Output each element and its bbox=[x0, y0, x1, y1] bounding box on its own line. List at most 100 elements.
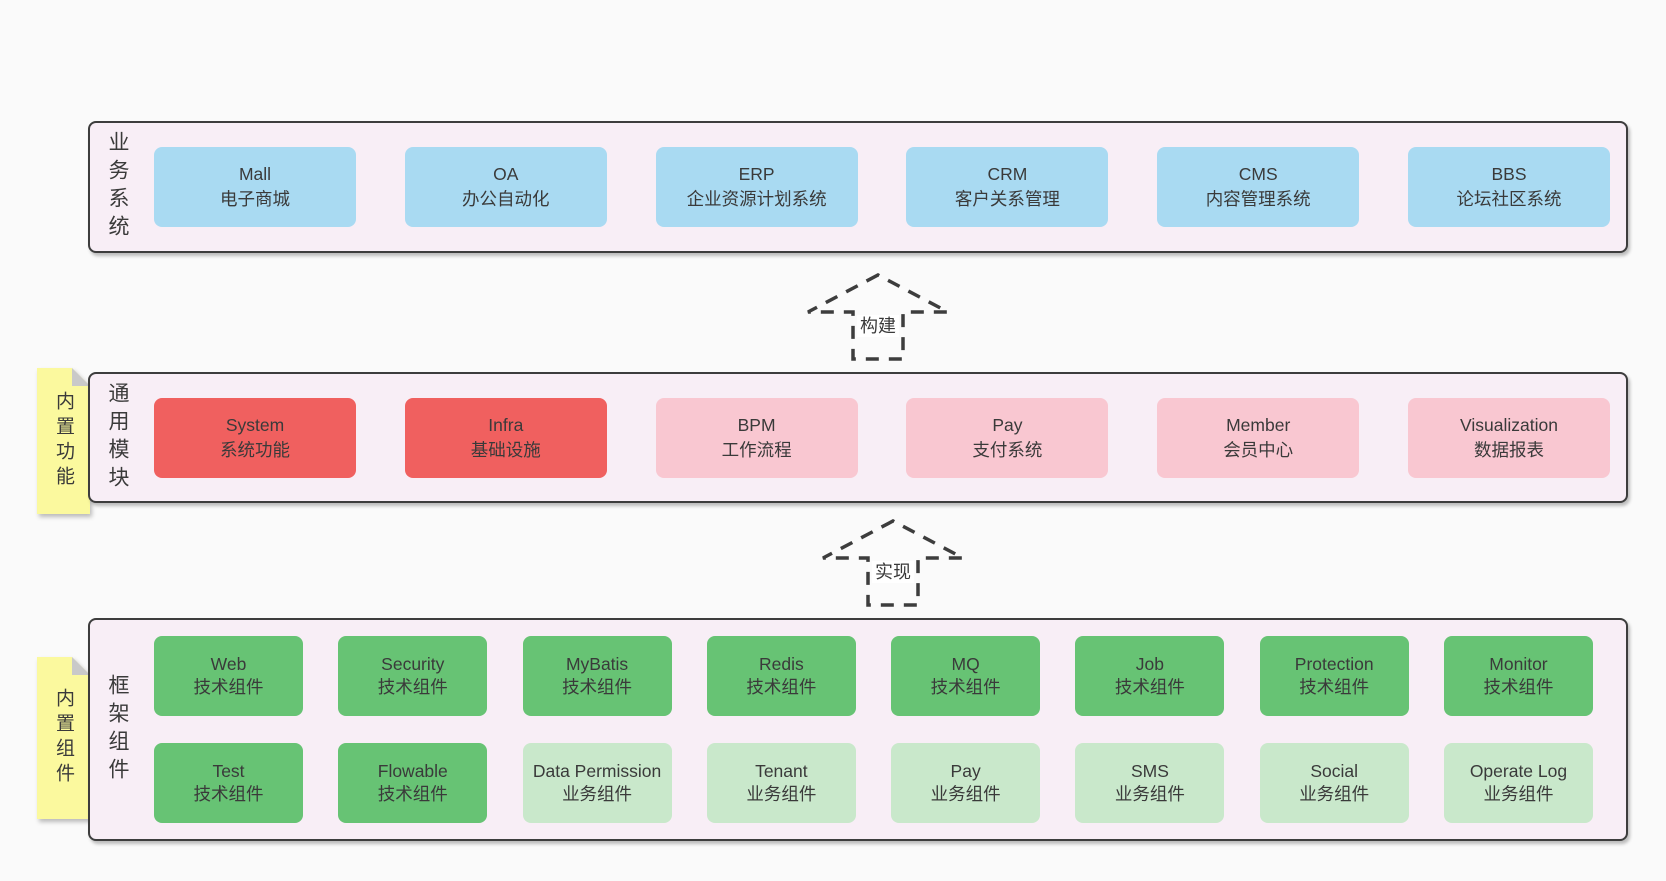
box-redis: Redis 技术组件 bbox=[706, 636, 856, 716]
box-subtitle: 技术组件 bbox=[193, 784, 264, 804]
box-test: Test 技术组件 bbox=[154, 743, 303, 823]
framework-components-container: 框架组件 Web 技术组件 Security 技术组件 MyBatis 技术组件… bbox=[88, 618, 1628, 841]
box-title: Test bbox=[212, 761, 245, 781]
box-subtitle: 技术组件 bbox=[377, 677, 448, 697]
box-title: Operate Log bbox=[1469, 761, 1568, 781]
box-title: SMS bbox=[1130, 761, 1169, 781]
box-title: Mall bbox=[238, 164, 272, 184]
sticky-note-built-in-components: 内置组件 bbox=[37, 657, 90, 819]
box-title: MyBatis bbox=[565, 654, 629, 674]
box-title: BBS bbox=[1491, 164, 1527, 184]
box-subtitle: 工作流程 bbox=[721, 439, 792, 460]
box-title: Data Permission bbox=[532, 761, 662, 781]
box-title: ERP bbox=[738, 164, 775, 184]
framework-components-row-2: Test 技术组件 Flowable 技术组件 Data Permission … bbox=[154, 743, 1593, 823]
box-cms: CMS 内容管理系统 bbox=[1157, 147, 1360, 227]
box-job: Job 技术组件 bbox=[1075, 636, 1225, 716]
box-title: Social bbox=[1310, 761, 1359, 781]
box-title: CMS bbox=[1238, 164, 1278, 184]
box-erp: ERP 企业资源计划系统 bbox=[655, 147, 858, 227]
box-subtitle: 基础设施 bbox=[470, 439, 541, 460]
box-mq: MQ 技术组件 bbox=[891, 636, 1041, 716]
framework-components-grid: Web 技术组件 Security 技术组件 MyBatis 技术组件 Redi… bbox=[154, 620, 1593, 839]
box-subtitle: 业务组件 bbox=[930, 784, 1001, 804]
box-title: Redis bbox=[758, 654, 804, 674]
box-title: Infra bbox=[488, 414, 524, 435]
box-subtitle: 技术组件 bbox=[562, 677, 633, 697]
box-subtitle: 电子商城 bbox=[220, 189, 290, 209]
box-subtitle: 业务组件 bbox=[1114, 784, 1185, 804]
box-subtitle: 技术组件 bbox=[1114, 677, 1185, 697]
arrow-build: 构建 bbox=[798, 271, 958, 363]
box-pay: Pay 支付系统 bbox=[906, 397, 1109, 478]
box-data-permission: Data Permission 业务组件 bbox=[522, 743, 672, 823]
box-tenant: Tenant 业务组件 bbox=[706, 743, 856, 823]
box-social: Social 业务组件 bbox=[1259, 743, 1409, 823]
box-oa: OA 办公自动化 bbox=[404, 147, 607, 227]
box-subtitle: 业务组件 bbox=[562, 784, 633, 804]
box-operate-log: Operate Log 业务组件 bbox=[1443, 743, 1593, 823]
business-systems-label: 业务系统 bbox=[106, 131, 129, 243]
box-subtitle: 技术组件 bbox=[193, 677, 264, 697]
box-subtitle: 客户关系管理 bbox=[954, 189, 1060, 209]
box-subtitle: 论坛社区系统 bbox=[1456, 189, 1562, 209]
box-system: System 系统功能 bbox=[154, 397, 356, 478]
box-subtitle: 技术组件 bbox=[746, 677, 817, 697]
box-bbs: BBS 论坛社区系统 bbox=[1407, 147, 1610, 227]
box-title: Security bbox=[381, 654, 445, 674]
box-subtitle: 会员中心 bbox=[1223, 439, 1294, 460]
box-subtitle: 业务组件 bbox=[746, 784, 817, 804]
box-title: Protection bbox=[1294, 654, 1374, 674]
box-title: Pay bbox=[992, 414, 1023, 435]
box-protection: Protection 技术组件 bbox=[1259, 636, 1409, 716]
box-infra: Infra 基础设施 bbox=[404, 397, 607, 478]
framework-components-label: 框架组件 bbox=[106, 673, 129, 786]
box-web: Web 技术组件 bbox=[154, 636, 303, 716]
box-title: Member bbox=[1226, 414, 1291, 435]
box-subtitle: 技术组件 bbox=[1299, 677, 1370, 697]
sticky-note-built-in-features-label: 内置功能 bbox=[37, 368, 90, 514]
box-title: Visualization bbox=[1460, 414, 1558, 435]
box-title: System bbox=[225, 414, 285, 435]
box-pay-business: Pay 业务组件 bbox=[891, 743, 1041, 823]
box-subtitle: 技术组件 bbox=[1483, 677, 1554, 697]
sticky-note-built-in-components-label: 内置组件 bbox=[37, 657, 90, 819]
box-crm: CRM 客户关系管理 bbox=[906, 147, 1109, 227]
box-subtitle: 支付系统 bbox=[972, 439, 1043, 460]
arrow-implement-label: 实现 bbox=[872, 561, 914, 583]
box-title: Monitor bbox=[1489, 654, 1548, 674]
common-modules-container: 通用模块 System 系统功能 Infra 基础设施 BPM 工作流程 Pay… bbox=[88, 372, 1628, 503]
box-subtitle: 企业资源计划系统 bbox=[686, 189, 827, 209]
business-systems-container: 业务系统 Mall 电子商城 OA 办公自动化 ERP 企业资源计划系统 CRM… bbox=[88, 121, 1628, 253]
box-title: Pay bbox=[950, 761, 981, 781]
box-flowable: Flowable 技术组件 bbox=[338, 743, 488, 823]
box-monitor: Monitor 技术组件 bbox=[1443, 636, 1593, 716]
box-sms: SMS 业务组件 bbox=[1075, 743, 1225, 823]
box-title: Job bbox=[1135, 654, 1165, 674]
business-systems-row: Mall 电子商城 OA 办公自动化 ERP 企业资源计划系统 CRM 客户关系… bbox=[154, 123, 1610, 251]
box-subtitle: 技术组件 bbox=[377, 784, 448, 804]
box-subtitle: 技术组件 bbox=[930, 677, 1001, 697]
box-title: Tenant bbox=[755, 761, 808, 781]
arrow-build-label: 构建 bbox=[857, 315, 899, 337]
box-title: Web bbox=[210, 654, 247, 674]
box-title: CRM bbox=[987, 164, 1028, 184]
framework-components-row-1: Web 技术组件 Security 技术组件 MyBatis 技术组件 Redi… bbox=[154, 636, 1593, 716]
box-subtitle: 内容管理系统 bbox=[1205, 189, 1311, 209]
common-modules-row: System 系统功能 Infra 基础设施 BPM 工作流程 Pay 支付系统… bbox=[154, 374, 1610, 501]
box-subtitle: 数据报表 bbox=[1473, 439, 1544, 460]
box-member: Member 会员中心 bbox=[1157, 397, 1360, 478]
box-mybatis: MyBatis 技术组件 bbox=[522, 636, 672, 716]
box-bpm: BPM 工作流程 bbox=[655, 397, 858, 478]
box-subtitle: 系统功能 bbox=[220, 439, 290, 460]
box-subtitle: 业务组件 bbox=[1299, 784, 1370, 804]
box-security: Security 技术组件 bbox=[338, 636, 488, 716]
arrow-implement: 实现 bbox=[813, 517, 973, 609]
common-modules-label: 通用模块 bbox=[106, 381, 129, 494]
box-visualization: Visualization 数据报表 bbox=[1407, 397, 1610, 478]
box-title: OA bbox=[493, 164, 519, 184]
box-mall: Mall 电子商城 bbox=[154, 147, 356, 227]
box-title: Flowable bbox=[377, 761, 448, 781]
box-title: MQ bbox=[951, 654, 980, 674]
